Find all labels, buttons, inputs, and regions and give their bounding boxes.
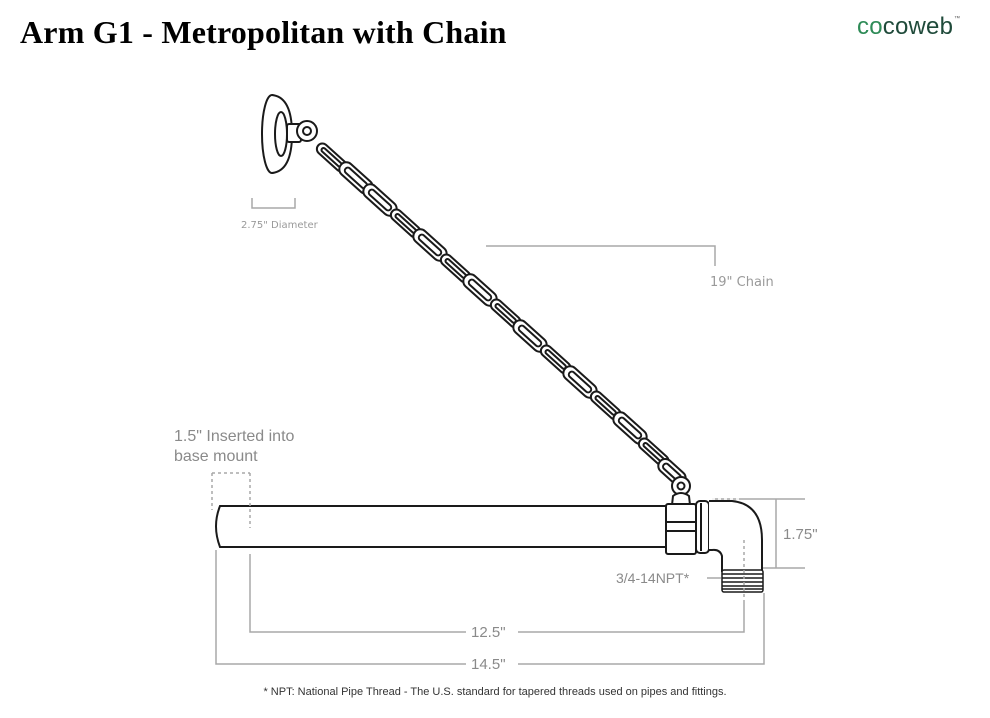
chain — [315, 142, 692, 506]
insert-depth-label-line2: base mount — [174, 448, 258, 465]
thread-spec-label: 3/4-14NPT* — [616, 570, 690, 586]
chain-length-label: 19" Chain — [710, 275, 774, 290]
dimension-lines — [211, 198, 805, 665]
cocoweb-logo: cocoweb™ — [857, 13, 960, 41]
npt-footnote: * NPT: National Pipe Thread - The U.S. s… — [263, 686, 727, 698]
overall-length-label: 14.5" — [471, 656, 506, 673]
threaded-end — [721, 569, 764, 593]
mount-diameter-label: 2.75" Diameter — [241, 220, 319, 231]
page-title: Arm G1 - Metropolitan with Chain — [20, 14, 507, 50]
trademark-mark: ™ — [954, 16, 961, 22]
logo-rest: coweb — [882, 13, 954, 40]
elbow-height-label: 1.75" — [783, 526, 818, 543]
inner-length-label: 12.5" — [471, 624, 506, 641]
insert-depth-label-line1: 1.5" Inserted into — [174, 428, 295, 445]
wall-mount-disc — [261, 94, 318, 174]
elbow — [709, 500, 763, 572]
coupling — [665, 500, 710, 555]
logo-prefix: co — [857, 13, 883, 40]
arm-pipe — [215, 505, 667, 548]
